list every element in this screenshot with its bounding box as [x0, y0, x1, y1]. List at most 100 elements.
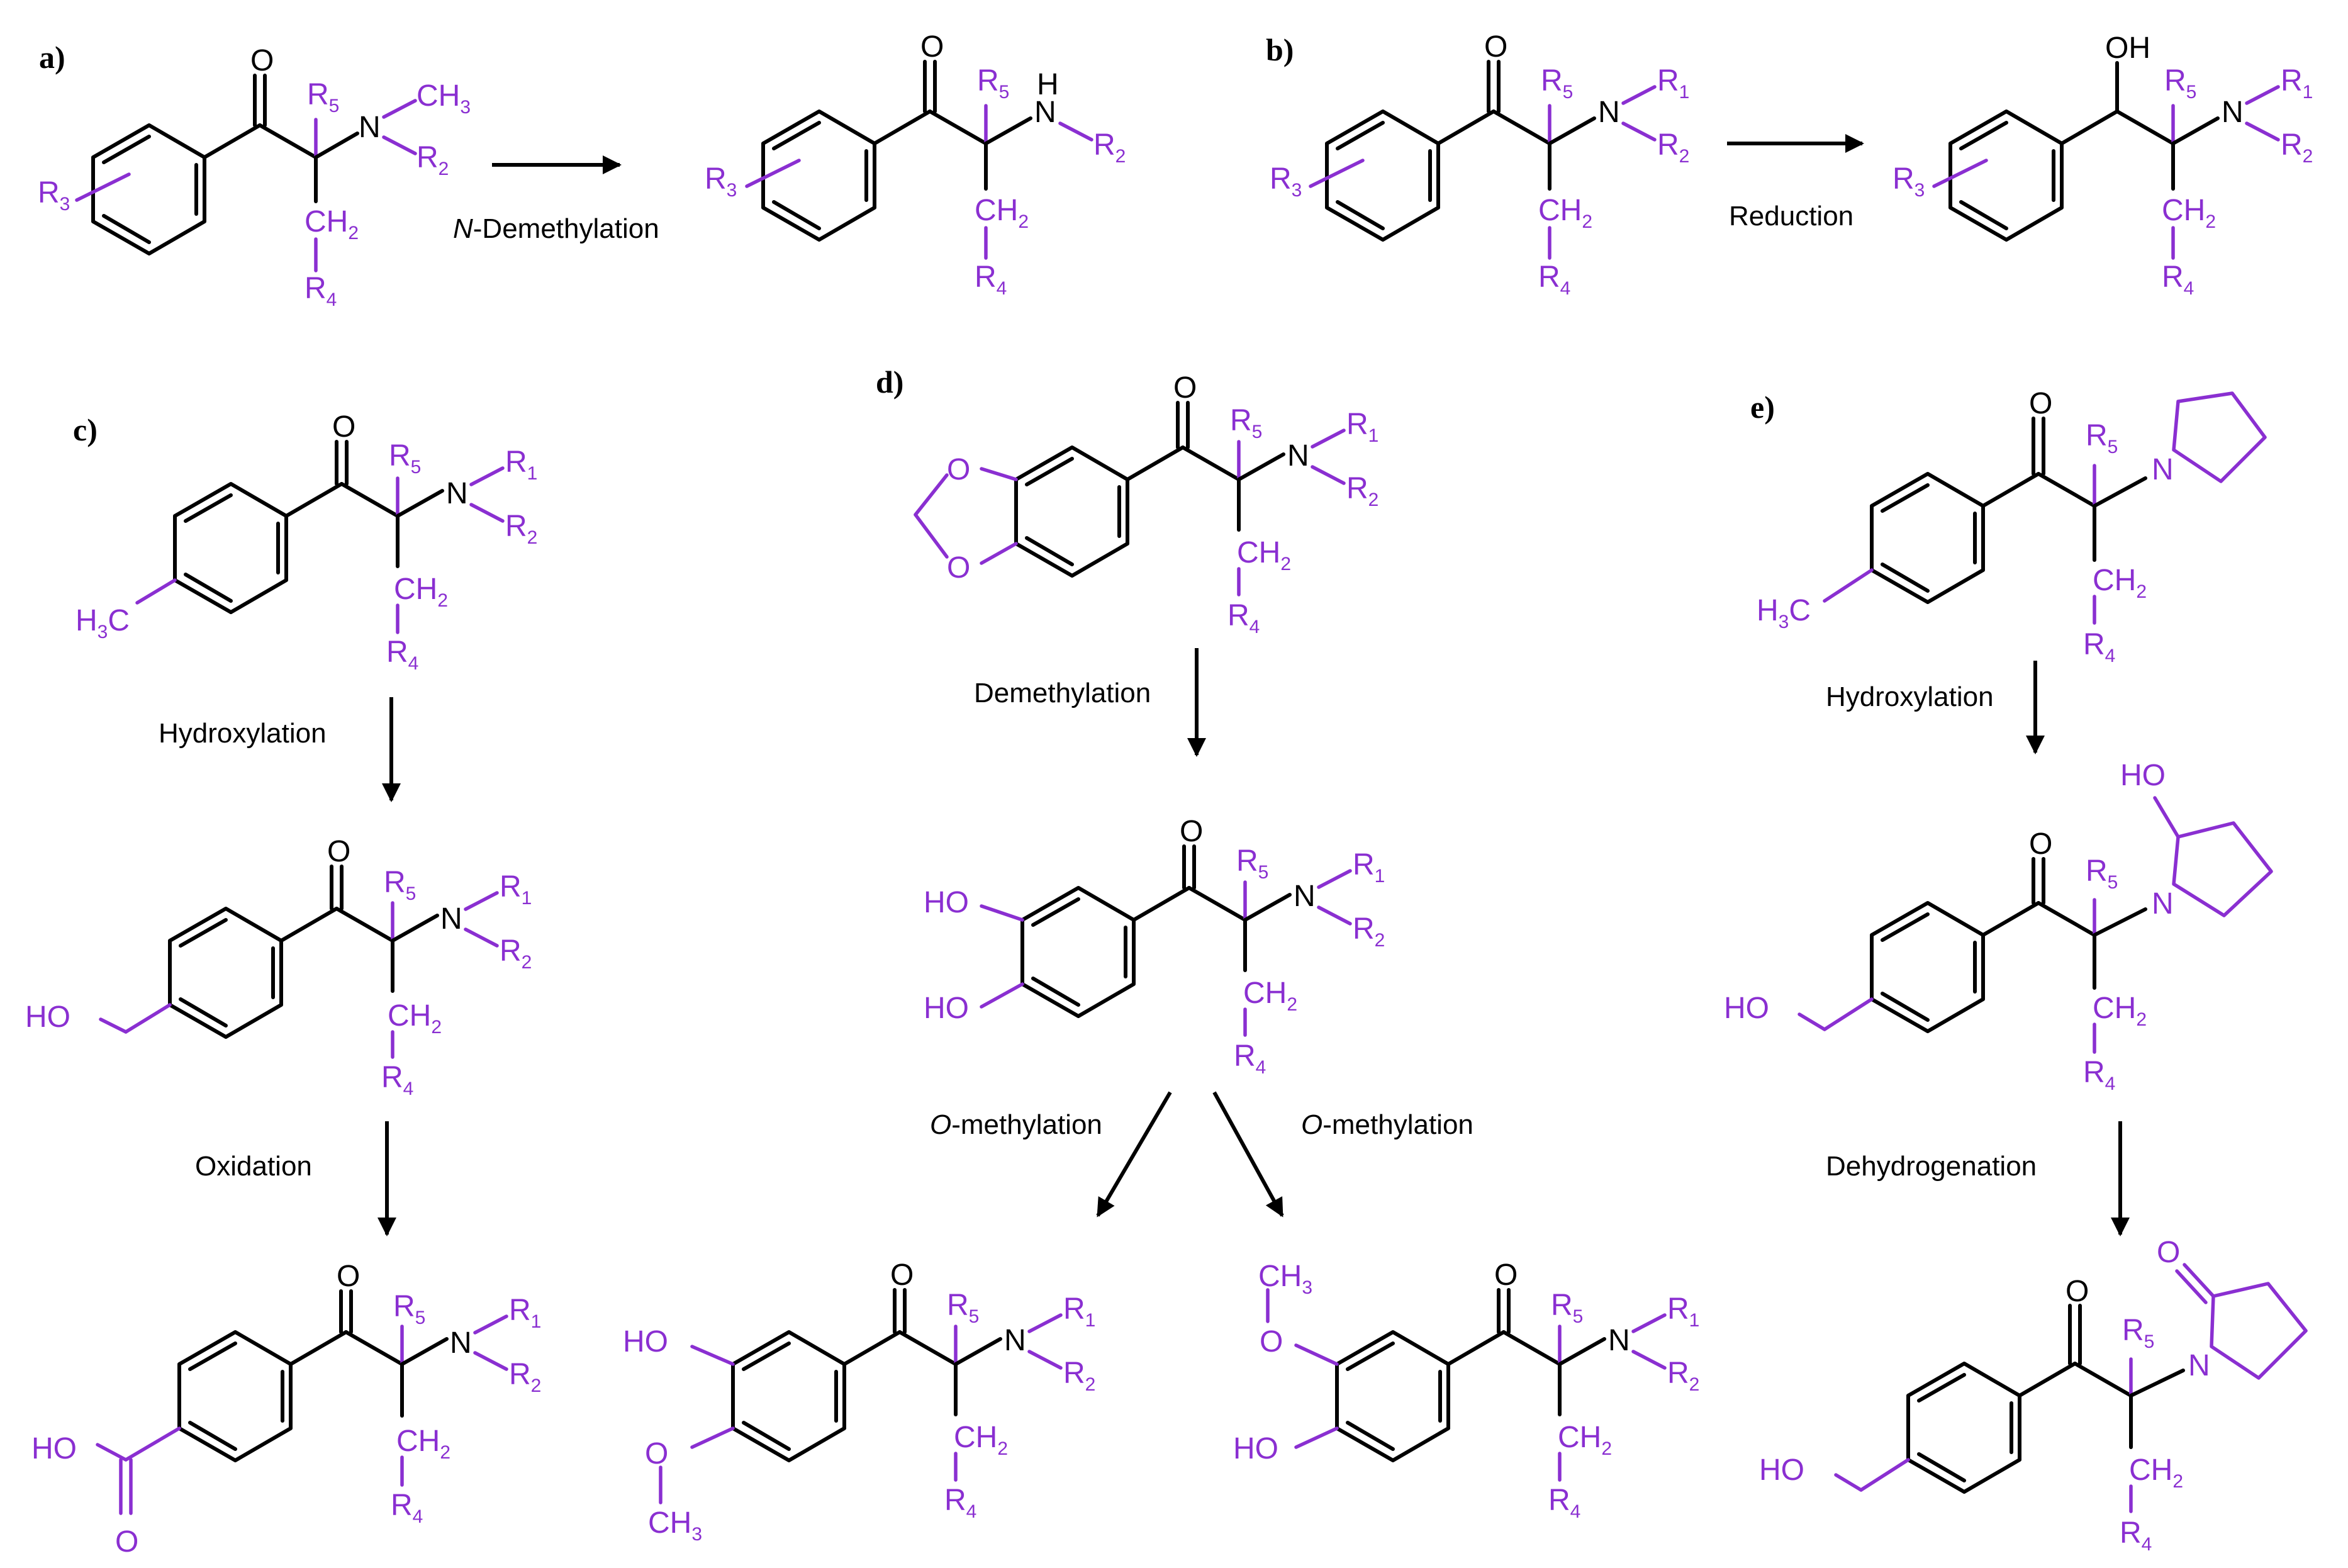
molecule-d-product-left: HO O CH3 O R5 N R1 R2 CH2 R4: [623, 1258, 1095, 1545]
lactam-nitrogen: N: [2188, 1349, 2210, 1382]
r4-label: R4: [1548, 1484, 1580, 1522]
r1-label: R1: [509, 1294, 541, 1332]
methyl-label: H3C: [1757, 594, 1811, 632]
molecule-d-catechol: HO HO O R5 N R1 R2 CH2 R4: [924, 815, 1385, 1078]
r1-label: R1: [1667, 1292, 1699, 1331]
carbonyl-oxygen: O: [1173, 371, 1197, 405]
ch2-label: CH2: [2093, 564, 2147, 602]
panel-c: H3C O R5 N R1 R2 CH2 R4 Hydroxylation: [25, 410, 541, 1559]
r4-label: R4: [944, 1484, 976, 1522]
r4-label: R4: [2083, 1056, 2115, 1094]
panel-e: H3C O R5 N CH2 R4 Hydroxylation H: [1724, 387, 2308, 1555]
carboxyl-oxygen: O: [115, 1525, 138, 1559]
r2-label: R2: [1667, 1357, 1699, 1395]
step-d2-right-label: O-methylation: [1301, 1109, 1473, 1140]
carbonyl-oxygen: O: [2066, 1275, 2089, 1308]
ch2-label: CH2: [975, 194, 1029, 232]
r5-label: R5: [2164, 64, 2196, 103]
carboxyl-hydroxyl-label: HO: [31, 1432, 77, 1465]
r5-label: R5: [384, 866, 416, 904]
pyrrolidine-nitrogen: N: [2152, 887, 2174, 921]
arrow-b-label: Reduction: [1729, 201, 1853, 232]
methoxy-methyl-label: CH3: [648, 1506, 702, 1545]
r4-label: R4: [1234, 1039, 1266, 1078]
carbonyl-oxygen: O: [1180, 815, 1203, 848]
hydroxyl-label: HO: [1233, 1432, 1278, 1465]
step-e2-label: Dehydrogenation: [1826, 1151, 2037, 1182]
ch2-label: CH2: [388, 999, 442, 1038]
panel-a: R3 O R5 N CH3 R2 CH2 R4 N-Demethylation: [38, 30, 1126, 310]
step-d2-left-label: O-methylation: [930, 1109, 1102, 1140]
r4-label: R4: [381, 1061, 413, 1099]
carbonyl-oxygen: O: [2029, 387, 2052, 420]
hydroxyl-label: HO: [623, 1325, 668, 1358]
hydroxyl-label: OH: [2105, 31, 2150, 65]
r2-label: R2: [1353, 912, 1385, 951]
hydroxyl-bottom-label: HO: [924, 992, 969, 1025]
panel-d: O O O R5 N R1 R2 CH2 R4 Demethylation: [623, 371, 1699, 1545]
r5-label: R5: [2122, 1314, 2154, 1352]
ch2-label: CH2: [1237, 536, 1291, 574]
ch2-label: CH2: [2162, 194, 2216, 232]
r1-label: R1: [1353, 848, 1385, 887]
hydroxymethyl-label: HO: [1724, 992, 1769, 1025]
r1-label: R1: [1657, 64, 1689, 103]
nitrogen-atom: N: [1598, 96, 1620, 129]
panel-c-label: c): [73, 412, 98, 447]
ch2-label: CH2: [2129, 1453, 2183, 1492]
ch2-label: CH2: [2093, 992, 2147, 1030]
ch2-label: CH2: [305, 205, 359, 244]
methoxy-oxygen: O: [1260, 1325, 1283, 1358]
r5-label: R5: [307, 78, 339, 116]
r2-label: R2: [1063, 1357, 1095, 1395]
methyl-label: H3C: [75, 604, 130, 642]
r2-label: R2: [1093, 128, 1126, 167]
methoxy-methyl-label: CH3: [1258, 1260, 1312, 1298]
r4-label: R4: [975, 260, 1007, 299]
hydroxyl-top-label: HO: [924, 886, 969, 919]
r5-label: R5: [2086, 854, 2118, 893]
molecule-c-product: HO O O R5 N R1 R2 CH2 R4: [31, 1260, 541, 1559]
arrow-d2-right: [1212, 1091, 1284, 1218]
arrow-d2-left: [1096, 1091, 1172, 1218]
molecule-d-product-right: O CH3 HO O R5 N R1 R2 CH2 R4: [1233, 1258, 1699, 1522]
arrow-a-label: N-Demethylation: [453, 213, 659, 244]
molecule-a-product: R3 O R5 H N R2 CH2 R4: [705, 30, 1126, 299]
r5-label: R5: [977, 64, 1009, 103]
ch2-label: CH2: [1558, 1421, 1612, 1459]
r2-label: R2: [2281, 128, 2313, 167]
molecule-d-substrate: O O O R5 N R1 R2 CH2 R4: [914, 371, 1378, 637]
dioxole-oxygen-top: O: [947, 453, 970, 486]
r4-label: R4: [391, 1489, 423, 1527]
molecule-c-substrate: H3C O R5 N R1 R2 CH2 R4: [75, 410, 537, 674]
nitrogen-atom: N: [440, 902, 462, 936]
carbonyl-oxygen: O: [1484, 30, 1507, 64]
nitrogen-atom: N: [359, 111, 381, 144]
panel-a-label: a): [39, 40, 65, 75]
step-e1-label: Hydroxylation: [1826, 681, 1994, 712]
lactam-oxygen: O: [2157, 1236, 2180, 1269]
r1-label: R1: [2281, 64, 2313, 103]
panel-b-label: b): [1266, 32, 1294, 67]
r2-label: R2: [505, 510, 537, 548]
molecule-b-product: R3 OH R5 N R1 R2 CH2 R4: [1892, 31, 2313, 299]
carbonyl-oxygen: O: [920, 30, 944, 64]
r5-label: R5: [2086, 419, 2118, 457]
panel-b: R3 O R5 N R1 R2 CH2 R4 Reduction: [1270, 30, 2313, 299]
r3-label: R3: [38, 176, 70, 215]
dioxole-oxygen-bottom: O: [947, 551, 970, 585]
nitrogen-atom: N: [1608, 1324, 1630, 1357]
carbonyl-oxygen: O: [327, 835, 350, 868]
nh-hydrogen: H: [1037, 68, 1059, 101]
carbonyl-oxygen: O: [1494, 1258, 1518, 1292]
carbonyl-oxygen: O: [250, 44, 274, 77]
r3-label: R3: [1270, 162, 1302, 201]
ch2-label: CH2: [1243, 977, 1297, 1015]
hydroxymethyl-label: HO: [25, 1000, 70, 1034]
r3-label: R3: [705, 162, 737, 201]
r2-label: R2: [509, 1358, 541, 1396]
molecule-e-product: HO O R5 N O CH2 R4: [1759, 1236, 2308, 1555]
r2-label: R2: [500, 934, 532, 973]
r5-label: R5: [1551, 1289, 1583, 1327]
panel-e-label: e): [1750, 389, 1775, 425]
